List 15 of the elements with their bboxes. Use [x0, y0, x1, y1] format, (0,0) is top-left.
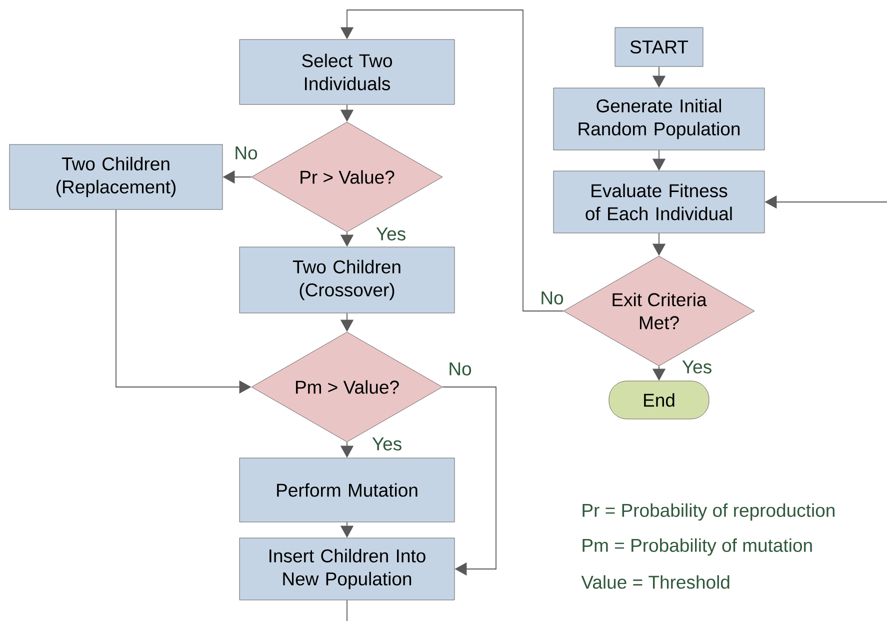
process-box: Select Two Individuals	[239, 39, 455, 105]
edge-label: No	[539, 290, 565, 306]
process-box: Evaluate Fitness of Each Individual	[553, 170, 765, 234]
process-box: Insert Children Into New Population	[239, 538, 455, 600]
legend-note: Pm = Probability of mutation	[582, 538, 812, 556]
terminal-box: End	[608, 380, 710, 420]
process-box: Two Children (Replacement)	[9, 144, 223, 210]
process-box: Two Children (Crossover)	[239, 246, 455, 314]
process-box: Generate Initial Random Population	[553, 88, 765, 150]
process-box: Perform Mutation	[239, 458, 455, 522]
edge-label: No	[447, 362, 473, 376]
legend-note: Pr = Probability of reproduction	[582, 503, 834, 521]
legend-note: Value = Threshold	[581, 575, 730, 589]
process-box: START	[614, 27, 704, 67]
arrow	[442, 386, 496, 576]
